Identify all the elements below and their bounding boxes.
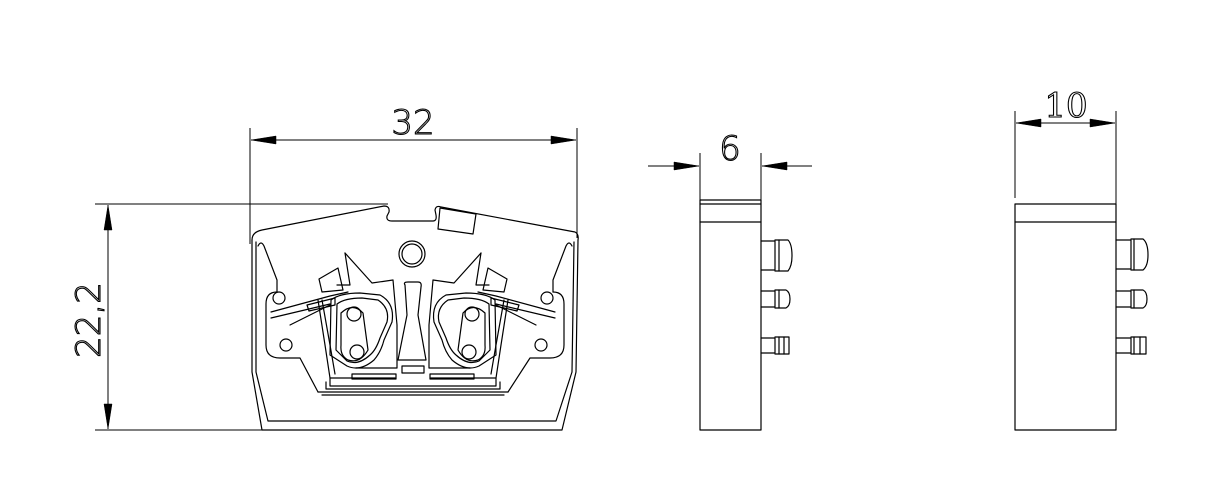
center-hole (398, 240, 426, 268)
arrow-right-icon (1089, 118, 1116, 128)
front-view: 32 22,2 (68, 102, 579, 431)
center-spine (397, 281, 427, 374)
dimension-height-22-2: 22,2 (68, 203, 388, 431)
arrow-up-icon (103, 204, 113, 231)
side-view-narrow: 6 (648, 128, 812, 431)
pin-medium (760, 289, 791, 309)
right-clamp (428, 252, 556, 380)
pin-medium (1115, 289, 1148, 309)
dimension-label-width: 10 (1044, 86, 1087, 126)
arrow-left-icon (250, 135, 277, 145)
dimension-label-width: 32 (391, 103, 434, 143)
dimension-width-10: 10 (1014, 85, 1117, 204)
mounting-holes (265, 291, 565, 393)
arrow-right-icon (550, 135, 577, 145)
dimension-label-width: 6 (719, 129, 741, 169)
arrow-right-icon (673, 161, 700, 171)
dimension-width-32: 32 (249, 102, 578, 244)
pin-large (1115, 238, 1149, 271)
bottom-channel (317, 377, 509, 396)
arrow-left-icon (1015, 118, 1042, 128)
dimension-width-6: 6 (648, 128, 812, 200)
arrow-left-icon (761, 161, 788, 171)
pin-large (760, 239, 793, 272)
pin-small (1115, 336, 1147, 355)
pin-small (760, 336, 790, 355)
side-view-wide: 10 (1014, 85, 1149, 431)
terminal-body-outline (251, 205, 579, 431)
left-clamp (270, 252, 398, 380)
dimension-label-height: 22,2 (69, 282, 109, 358)
arrow-down-icon (103, 403, 113, 430)
